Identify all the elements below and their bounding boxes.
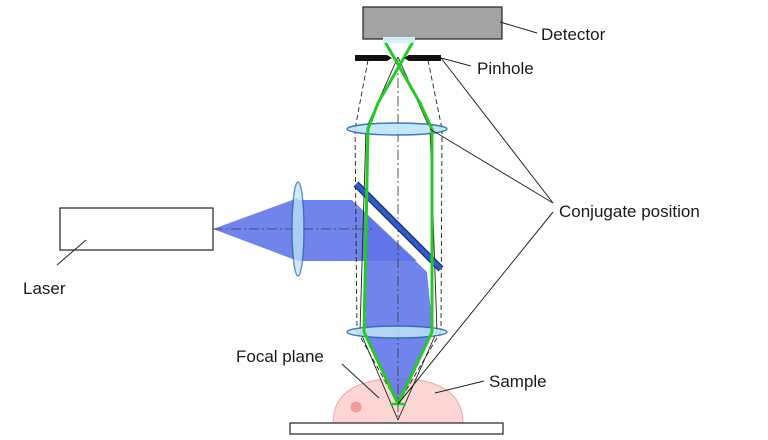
laser-beam-vertical (364, 213, 433, 333)
laser-label: Laser (23, 279, 66, 298)
slide (289, 422, 504, 435)
out-of-focus-rays (354, 59, 443, 405)
laser-beam-focus-cone (364, 333, 433, 404)
detector-box (362, 6, 503, 40)
detector-glow (383, 37, 415, 43)
laser-lens (291, 181, 305, 277)
pinhole-right (404, 55, 441, 61)
laser-beam-cone (213, 198, 298, 261)
dichroic-mirror-face (354, 182, 443, 271)
focal-plane-label: Focal plane (236, 347, 324, 366)
pinhole-label: Pinhole (477, 59, 534, 78)
upper-lens (346, 122, 448, 136)
sample-dot (350, 401, 362, 413)
pinhole-left (355, 55, 392, 61)
conjugate-position-label: Conjugate position (559, 202, 700, 221)
leader-lines (56, 21, 554, 405)
sample-label: Sample (489, 372, 547, 391)
detector-label: Detector (541, 25, 606, 44)
laser-box (59, 207, 214, 251)
objective-lens (346, 325, 448, 339)
